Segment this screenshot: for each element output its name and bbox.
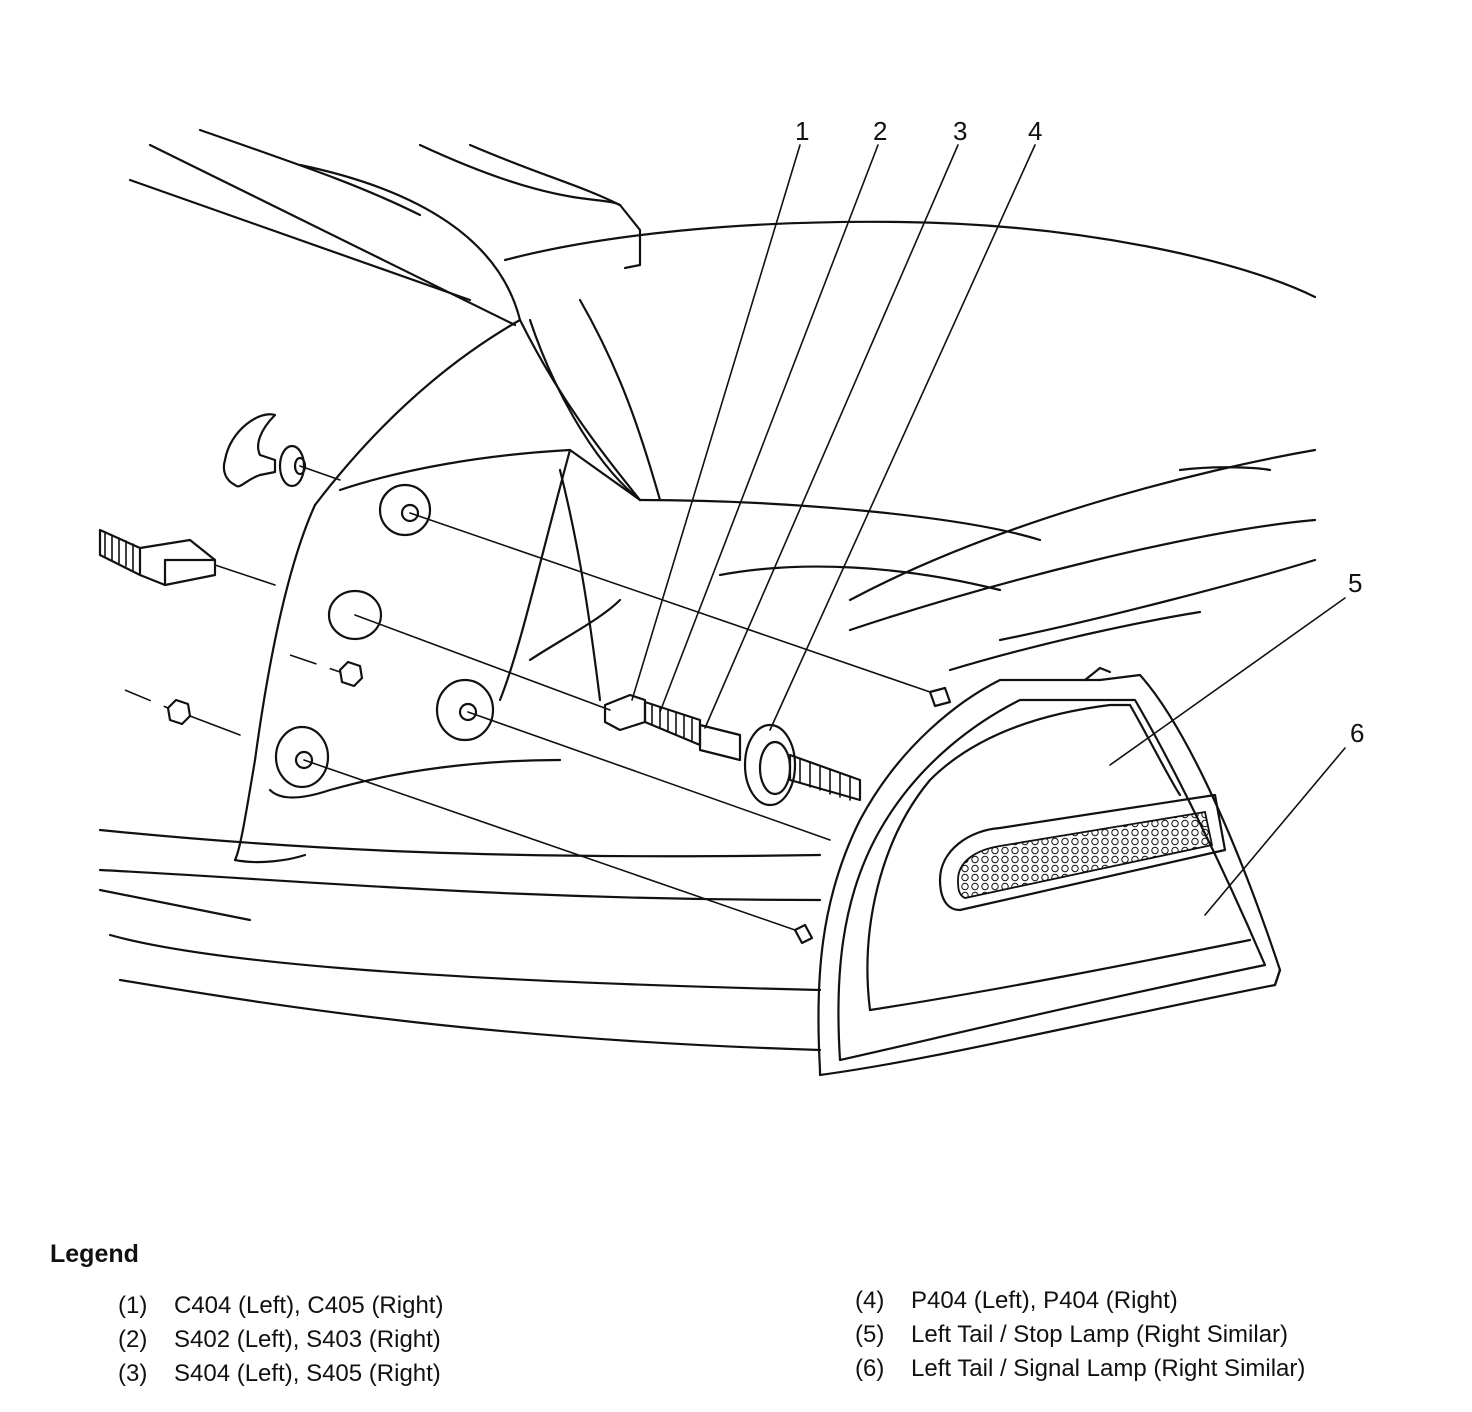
legend-item-number: (6) xyxy=(855,1355,885,1382)
legend-item-number: (1) xyxy=(118,1292,148,1319)
callout-3: 3 xyxy=(953,116,967,146)
legend-item: (5) Left Tail / Stop Lamp (Right Similar) xyxy=(855,1321,1288,1349)
callout-leaders xyxy=(631,144,1346,916)
legend-item: (6) Left Tail / Signal Lamp (Right Simila… xyxy=(855,1355,1305,1383)
legend-item: (4) P404 (Left), P404 (Right) xyxy=(855,1287,1178,1315)
callout-5: 5 xyxy=(1348,568,1362,598)
callout-numbers: 1 2 3 4 5 6 xyxy=(795,116,1364,748)
vehicle-body xyxy=(98,128,1317,1052)
harness-connector xyxy=(98,528,217,587)
legend-item-number: (5) xyxy=(855,1321,885,1348)
legend-item-number: (4) xyxy=(855,1287,885,1314)
legend-item-number: (3) xyxy=(118,1360,148,1387)
legend-item-text: Left Tail / Stop Lamp (Right Similar) xyxy=(911,1321,1289,1348)
callout-1: 1 xyxy=(795,116,809,146)
tail-lamp-assembly xyxy=(793,666,1282,1077)
legend-item-text: P404 (Left), P404 (Right) xyxy=(911,1287,1178,1314)
callout-2: 2 xyxy=(873,116,887,146)
legend-item-text: S402 (Left), S403 (Right) xyxy=(174,1326,441,1353)
legend-item-text: C404 (Left), C405 (Right) xyxy=(174,1292,444,1319)
legend-title: Legend xyxy=(50,1240,139,1268)
callout-6: 6 xyxy=(1350,718,1364,748)
fasteners xyxy=(166,413,364,726)
tail-lamp-diagram: 1 2 3 4 5 6 xyxy=(98,116,1364,1077)
legend-item: (3) S404 (Left), S405 (Right) xyxy=(118,1360,441,1388)
legend-item-number: (2) xyxy=(118,1326,148,1353)
legend-item-text: S404 (Left), S405 (Right) xyxy=(174,1360,441,1387)
legend-item-text: Left Tail / Signal Lamp (Right Similar) xyxy=(911,1355,1306,1382)
legend-item: (2) S402 (Left), S403 (Right) xyxy=(118,1326,441,1354)
mounting-holes xyxy=(274,483,495,789)
alignment-lines xyxy=(124,465,931,931)
legend-item: (1) C404 (Left), C405 (Right) xyxy=(118,1292,443,1320)
callout-4: 4 xyxy=(1028,116,1042,146)
socket-assembly xyxy=(603,693,862,807)
